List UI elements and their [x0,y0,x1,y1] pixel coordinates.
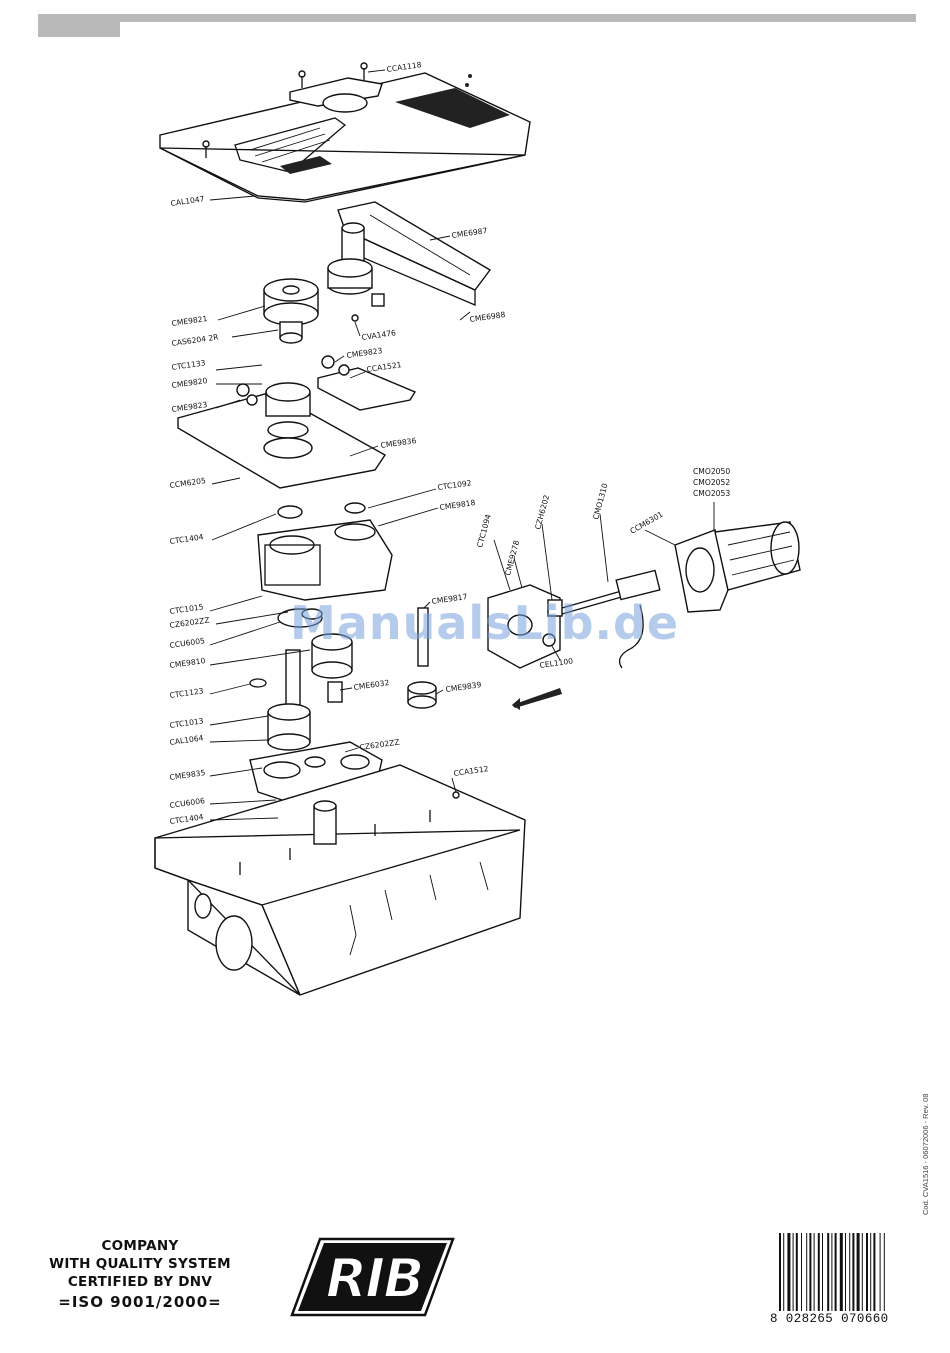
part-label: CTC1092 [437,478,472,492]
part-label: CME9823 [346,346,383,360]
motor-assembly [487,521,801,710]
part-label: CCA1118 [386,60,422,74]
part-label: CME9835 [169,768,206,782]
part-label: CCA1512 [453,764,489,778]
rib-logo: RIB [290,1237,455,1317]
part-label: CTC1123 [169,686,204,700]
part-label: CME9278 [503,539,521,576]
base-housing [154,764,526,996]
part-label: CTC1015 [169,602,204,616]
part-label: CVA1476 [361,328,397,342]
quality-line-3: CERTIFIED BY DNV [67,1274,213,1290]
output-shaft-assembly [249,607,437,751]
gearbox-upper [257,502,393,601]
middle-plate [177,355,417,489]
part-label: CME9836 [380,436,417,450]
part-label: CME9839 [445,680,482,694]
quality-line-2: WITH QUALITY SYSTEM [49,1256,231,1272]
part-label: CTC1404 [169,812,204,826]
part-label: CME9818 [439,498,476,512]
part-label: CME9810 [169,656,206,670]
part-label: CTC1404 [169,532,204,546]
part-label: CME6988 [469,310,506,324]
logo-text: RIB [326,1247,423,1310]
part-label: CCA1521 [366,360,402,374]
quality-certification: COMPANY WITH QUALITY SYSTEM CERTIFIED BY… [40,1237,240,1313]
part-label: CCU6005 [169,636,206,650]
part-label: CAS6204 2R [171,332,220,348]
part-label: CEL1100 [539,656,574,670]
part-label: CZ6202ZZ [169,615,210,630]
document-code: Cod. CVA1516 - 06072006 - Rev. 08 [921,1093,930,1215]
part-label: CCM6205 [169,476,207,490]
watermark: ManualsLib.de [290,596,680,650]
quality-line-1: COMPANY [101,1238,179,1254]
part-label: CTC1133 [171,358,206,372]
part-label: CCM6301 [629,510,665,536]
part-label: CCU6006 [169,796,206,810]
part-label: CTC1013 [169,716,204,730]
iso-standard: =ISO 9001/2000= [58,1293,222,1311]
part-label: CME6032 [353,678,390,692]
part-label: CAL1047 [170,194,205,208]
part-label: CMO2053 [693,489,730,498]
part-label: CME9820 [171,376,208,390]
part-label: CAL1064 [169,733,204,747]
part-label: CMO1310 [591,482,609,520]
header-tab [38,14,120,37]
top-cover-plate [159,62,531,203]
barcode-digits: 8 028265 070660 [770,1312,889,1326]
part-label: CZ6202ZZ [359,737,400,752]
leader-lines [209,69,715,821]
part-label: CMO2052 [693,478,730,487]
upper-gear-stack [263,278,319,344]
part-label: CMO2050 [693,467,730,476]
barcode [779,1233,885,1311]
part-label: CTC1094 [475,513,493,548]
lever-assembly [327,201,492,322]
part-label: CME6987 [451,226,488,240]
part-label: CZH6202 [533,494,551,531]
part-label: CME9821 [171,314,208,328]
header-bar [38,14,916,22]
